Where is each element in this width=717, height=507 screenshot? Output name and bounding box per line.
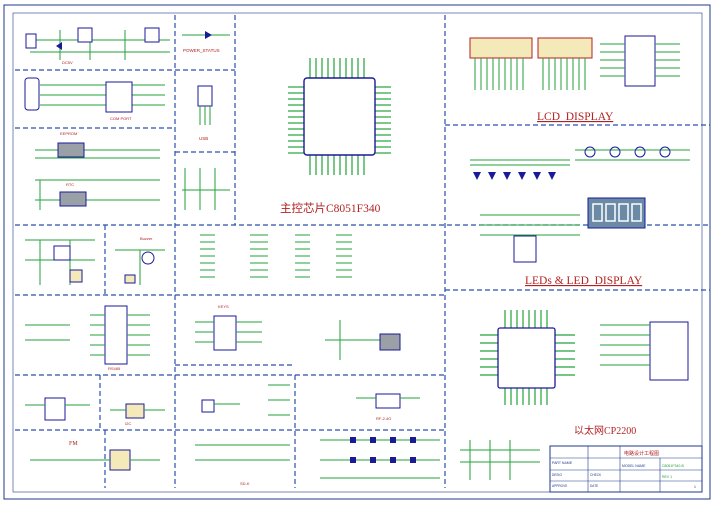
- tb-sheet: 1: [694, 485, 696, 489]
- rs485-ic: [104, 305, 128, 365]
- power-circuit: DC5V: [25, 27, 170, 65]
- eeprom-label: EEPROM: [60, 131, 77, 136]
- tb-model: MODEL NAME: [622, 464, 646, 468]
- regulator-1: [77, 27, 93, 43]
- tb-label-2: CHECK: [590, 473, 602, 477]
- transistor-row: [584, 146, 671, 158]
- regulator-2: [144, 27, 160, 43]
- tb-title: 电路设计工程图: [624, 450, 659, 457]
- lcd-driver-ic: [624, 35, 656, 87]
- eeprom-circuit: EEPROM: [35, 131, 160, 159]
- connector-columns: [200, 234, 352, 278]
- usb-label: USB: [199, 136, 208, 141]
- max232-ic: [105, 81, 133, 113]
- lcd-module-2: [537, 37, 593, 59]
- mcu-block: 主控芯片C8051F340: [280, 58, 391, 215]
- sheet-inner-border: [12, 12, 703, 493]
- sd-label: SD-K: [240, 481, 250, 486]
- com-label: COM PORT: [110, 116, 132, 121]
- rf-circuit: RF-2.4G: [356, 393, 420, 421]
- sd-circuit: SD-K: [195, 444, 290, 486]
- cp2200-chip: [497, 327, 556, 389]
- relay-circuit: [25, 239, 95, 285]
- rj45-magjack: [649, 321, 689, 381]
- power-status: POWER_STATUS: [182, 31, 230, 53]
- fm-circuit: FM: [30, 441, 160, 471]
- seven-seg-display: [587, 197, 646, 229]
- com-port-circuit: COM PORT: [24, 77, 165, 121]
- rs485-label: RS485: [108, 366, 121, 371]
- mcu-pins-right: [375, 85, 391, 155]
- tb-label-1: APPROVE: [552, 484, 567, 488]
- tb-company: PART NAME: [552, 461, 573, 465]
- seven-seg-digits: [592, 203, 642, 222]
- lcd-block: LCD_DISPLAY: [469, 35, 680, 123]
- rs485-circuit: RS485: [25, 305, 150, 371]
- ext-header: [320, 437, 440, 479]
- buzzer-label: Buzzer: [140, 236, 153, 241]
- nrf-circuit: [201, 384, 290, 416]
- lcd-title: LCD_DISPLAY: [537, 111, 614, 123]
- keys-circuit: KEYS: [195, 304, 262, 351]
- leds-title: LEDs & LED_DISPLAY: [525, 275, 643, 287]
- lcd-module-1: [469, 37, 533, 59]
- buzzer-circuit: Buzzer: [115, 236, 165, 285]
- usb-circuit: USB: [197, 85, 213, 141]
- power-status-label: POWER_STATUS: [183, 48, 220, 53]
- tb-label-0: DESIG: [552, 473, 562, 477]
- mcu-title: 主控芯片C8051F340: [280, 201, 381, 215]
- leds-block: LEDs & LED_DISPLAY: [470, 146, 690, 287]
- keys-label: KEYS: [218, 304, 229, 309]
- diode: [56, 42, 62, 50]
- mcu-chip: [303, 77, 376, 156]
- power-jack: [25, 33, 37, 49]
- ethernet-block: 以太网CP2200: [480, 310, 689, 437]
- rtc-circuit: RTC: [35, 179, 160, 210]
- led-row: [473, 172, 556, 180]
- mcu-pins-left: [288, 85, 304, 155]
- db9-connector: [24, 77, 40, 111]
- rtc-label: RTC: [66, 182, 74, 187]
- eeprom-ic: [57, 142, 85, 158]
- ethernet-title: 以太网CP2200: [574, 424, 636, 437]
- title-block: 电路设计工程图 PART NAME MODEL NAME C8051F340-B…: [549, 445, 703, 493]
- jumper-block: [182, 168, 230, 210]
- fm-ic: [109, 449, 131, 471]
- rf-module: [375, 393, 401, 409]
- flash-circuit: [325, 320, 401, 360]
- ethernet-power: [460, 440, 540, 480]
- ir-circuit: [25, 397, 90, 421]
- tb-number: C8051F340-B: [662, 464, 684, 468]
- power-label-a: DC5V: [62, 60, 73, 65]
- fm-label: FM: [69, 441, 78, 447]
- led-driver-ic: [513, 235, 537, 263]
- rf-label: RF-2.4G: [376, 416, 391, 421]
- usb-connector: [197, 85, 213, 107]
- i2c-circuit: I2C: [110, 403, 165, 426]
- rtc-ic: [59, 191, 87, 207]
- tb-rev: REV 1: [662, 475, 672, 479]
- tb-label-3: DATE: [590, 484, 598, 488]
- i2c-label: I2C: [125, 421, 131, 426]
- flash-ic: [379, 333, 401, 351]
